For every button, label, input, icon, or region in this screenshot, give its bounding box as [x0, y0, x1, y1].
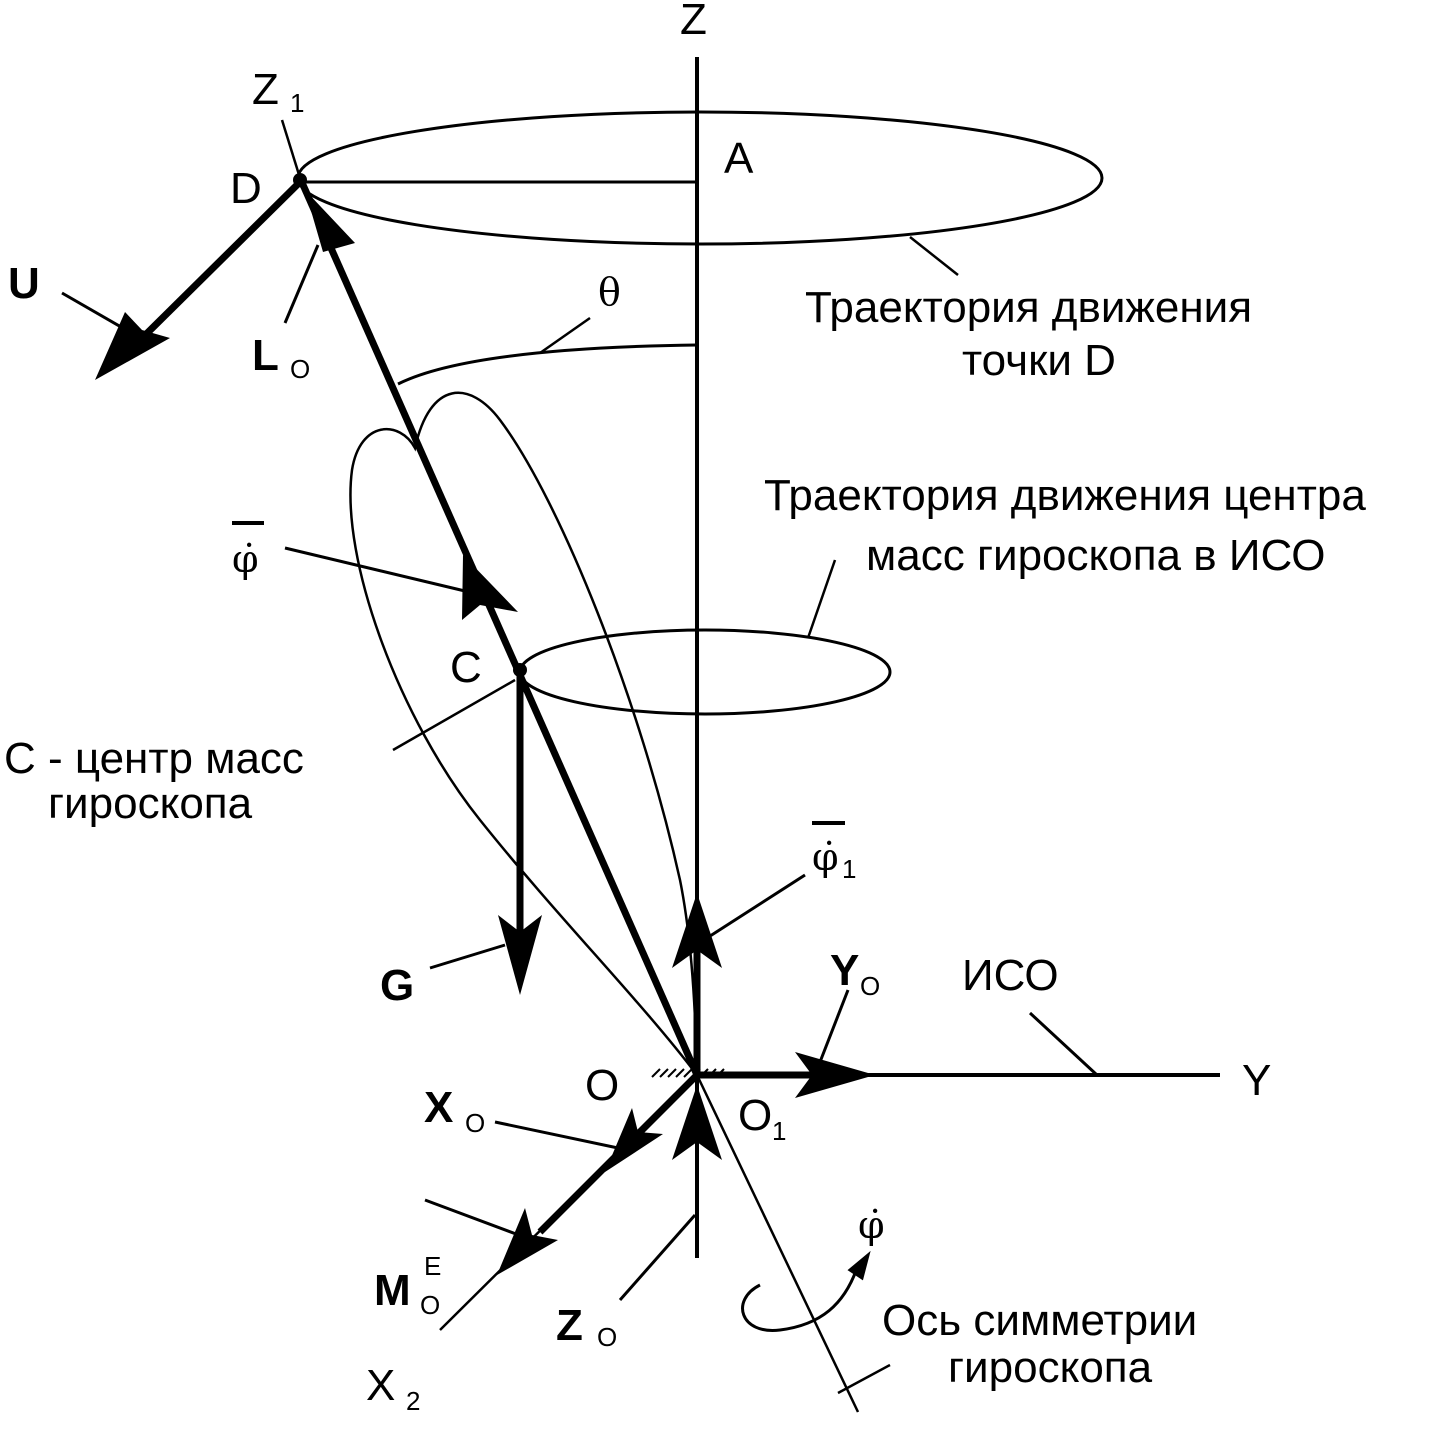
label-iso: ИСО — [962, 951, 1059, 1000]
label-phidot: φ̇ — [858, 1203, 885, 1247]
phibar-arrowhead — [462, 555, 518, 620]
theta-pointer — [539, 316, 591, 355]
caption-traj-d-line1: Траектория движения — [805, 283, 1252, 332]
yo-pointer — [818, 989, 850, 1063]
label-lo-sub: O — [290, 354, 310, 384]
lo-arrowhead — [305, 190, 355, 252]
label-theta: θ — [598, 270, 621, 314]
caption-axis-line1: Ось симметрии — [882, 1296, 1197, 1345]
phidot-rotation-arc — [741, 1264, 860, 1332]
mo-pointer — [424, 1198, 533, 1242]
label-d: D — [230, 164, 262, 213]
label-z1: Z — [252, 65, 279, 114]
phi1bar-pointer — [706, 873, 806, 940]
phi1bar-arrowhead — [672, 893, 722, 968]
label-phi1-sub: 1 — [842, 854, 856, 884]
label-g: G — [380, 961, 414, 1010]
label-phibar: φ̇ — [232, 537, 259, 581]
label-o1: O — [738, 1091, 772, 1140]
u-arrowhead — [95, 312, 170, 380]
label-lo: L — [252, 331, 279, 380]
nutation-loop — [349, 391, 699, 1076]
label-phi1bar: φ̇ — [812, 835, 839, 879]
symmetry-axis-lower — [695, 1074, 860, 1413]
phidot-arrowhead — [847, 1250, 871, 1281]
label-z: Z — [680, 0, 707, 44]
mo-arrowhead — [497, 1208, 558, 1275]
phibar-pointer — [284, 546, 491, 599]
label-yo: Y — [830, 946, 859, 995]
caption-center-line1: C - центр масс — [4, 734, 304, 783]
label-mo-sub: O — [420, 1290, 440, 1320]
label-mo: M — [374, 1266, 411, 1315]
caption-axis-line2: гироскопа — [948, 1343, 1153, 1392]
label-a: A — [724, 134, 754, 183]
lo-pointer — [283, 244, 320, 324]
label-zo: Z — [556, 1301, 583, 1350]
g-arrowhead — [498, 915, 542, 995]
xo-pointer — [494, 1120, 619, 1150]
symmetry-axis-upper — [280, 119, 302, 179]
label-y: Y — [1242, 1056, 1271, 1105]
zo-pointer — [618, 1214, 697, 1301]
label-z1-sub: 1 — [290, 88, 304, 118]
iso-pointer — [1028, 1011, 1099, 1077]
label-xo: X — [424, 1083, 453, 1132]
label-yo-sub: O — [860, 971, 880, 1001]
caption-traj-d-line2: точки D — [962, 336, 1116, 385]
label-u: U — [8, 259, 40, 308]
gyroscope-rod — [296, 176, 701, 1077]
trajectory-d-ellipse — [296, 110, 1104, 246]
symmetry-axis-tick — [837, 1363, 891, 1395]
traj-d-pointer — [909, 236, 959, 276]
center-pointer — [392, 678, 516, 752]
traj-c-pointer — [806, 559, 837, 639]
yo-arrowhead — [795, 1052, 875, 1098]
caption-traj-c-line1: Траектория движения центра — [764, 471, 1366, 520]
label-x2-sub: 2 — [406, 1386, 420, 1416]
label-x2: X — [366, 1361, 395, 1410]
label-o: O — [585, 1061, 619, 1110]
trajectory-c-ellipse — [518, 628, 892, 716]
label-c: C — [450, 643, 482, 692]
theta-arc — [397, 343, 698, 386]
g-pointer — [429, 943, 506, 970]
label-xo-sub: O — [465, 1108, 485, 1138]
caption-traj-c-line2: масс гироскопа в ИСО — [866, 531, 1326, 580]
xo-arrowhead — [605, 1108, 663, 1172]
u-vector — [117, 179, 303, 363]
label-zo-sub: O — [597, 1322, 617, 1352]
label-o1-sub: 1 — [772, 1116, 786, 1146]
u-pointer — [61, 291, 136, 337]
label-mo-sup: E — [424, 1251, 441, 1281]
zo-arrowhead — [672, 1085, 722, 1160]
caption-center-line2: гироскопа — [48, 779, 253, 828]
